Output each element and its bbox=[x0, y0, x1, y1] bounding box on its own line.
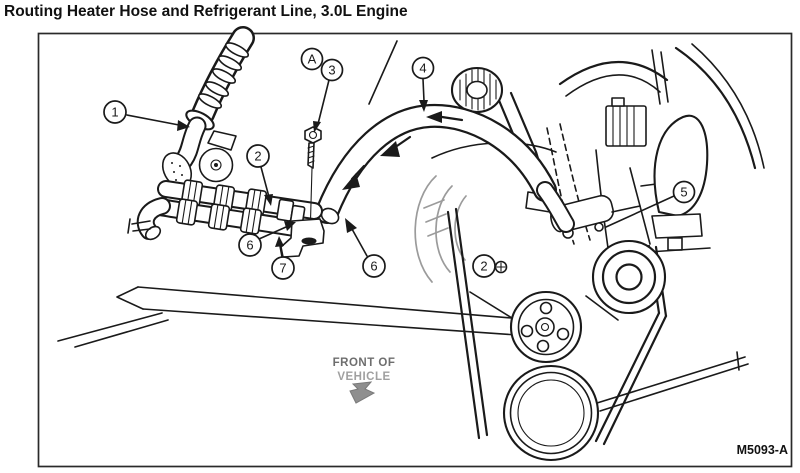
relay-box bbox=[605, 97, 647, 147]
water-pump-pulley bbox=[509, 290, 583, 364]
callout-2-right: 2 bbox=[472, 254, 496, 278]
callout-A: A bbox=[300, 47, 324, 71]
callout-1: 1 bbox=[103, 100, 190, 131]
hose-couplings bbox=[175, 179, 268, 235]
front-direction-arrow bbox=[349, 381, 376, 404]
subframe-rails bbox=[57, 286, 749, 412]
callout-3: 3 bbox=[313, 58, 344, 133]
idler-pulley bbox=[591, 239, 667, 315]
callout-6-right-label: 6 bbox=[370, 259, 377, 274]
callout-7-label: 7 bbox=[279, 261, 286, 276]
callout-2-left-label: 2 bbox=[254, 149, 261, 164]
callout-6-left: 6 bbox=[238, 221, 296, 257]
flow-arrows bbox=[342, 111, 464, 190]
callout-5-label: 5 bbox=[680, 185, 687, 200]
heater-hose-run bbox=[315, 103, 575, 233]
support-bracket bbox=[280, 218, 325, 258]
front-of-label: FRONT OF bbox=[333, 357, 396, 369]
callout-5: 5 bbox=[605, 180, 696, 228]
hose-stub bbox=[127, 218, 151, 234]
drive-belt-and-pulleys bbox=[446, 167, 668, 462]
callout-4: 4 bbox=[411, 56, 435, 112]
figure-code: M5093-A bbox=[737, 443, 788, 457]
heater-hose-assembly bbox=[127, 26, 508, 274]
crankshaft-pulley bbox=[502, 364, 600, 462]
callout-2-left: 2 bbox=[246, 144, 273, 206]
quick-connect-fitting bbox=[276, 198, 306, 226]
page-title: Routing Heater Hose and Refrigerant Line… bbox=[4, 3, 408, 20]
callout-7: 7 bbox=[271, 236, 295, 280]
callout-2-right-label: 2 bbox=[480, 259, 487, 274]
callout-6-right: 6 bbox=[345, 218, 386, 278]
callout-A-label: A bbox=[308, 52, 317, 67]
vehicle-label: VEHICLE bbox=[337, 371, 390, 383]
callout-4-label: 4 bbox=[419, 61, 426, 76]
hose-fitting bbox=[161, 152, 193, 188]
water-valve bbox=[198, 130, 237, 183]
callout-6-left-label: 6 bbox=[246, 238, 253, 253]
callout-1-label: 1 bbox=[111, 105, 118, 120]
mounting-screw bbox=[304, 126, 322, 169]
bracket-bolt bbox=[494, 260, 508, 274]
coolant-filler-cap bbox=[450, 66, 553, 213]
callout-3-label: 3 bbox=[328, 63, 335, 78]
front-of-vehicle-label: FRONT OF VEHICLE bbox=[333, 357, 396, 404]
diagram-frame-border bbox=[37, 32, 793, 468]
